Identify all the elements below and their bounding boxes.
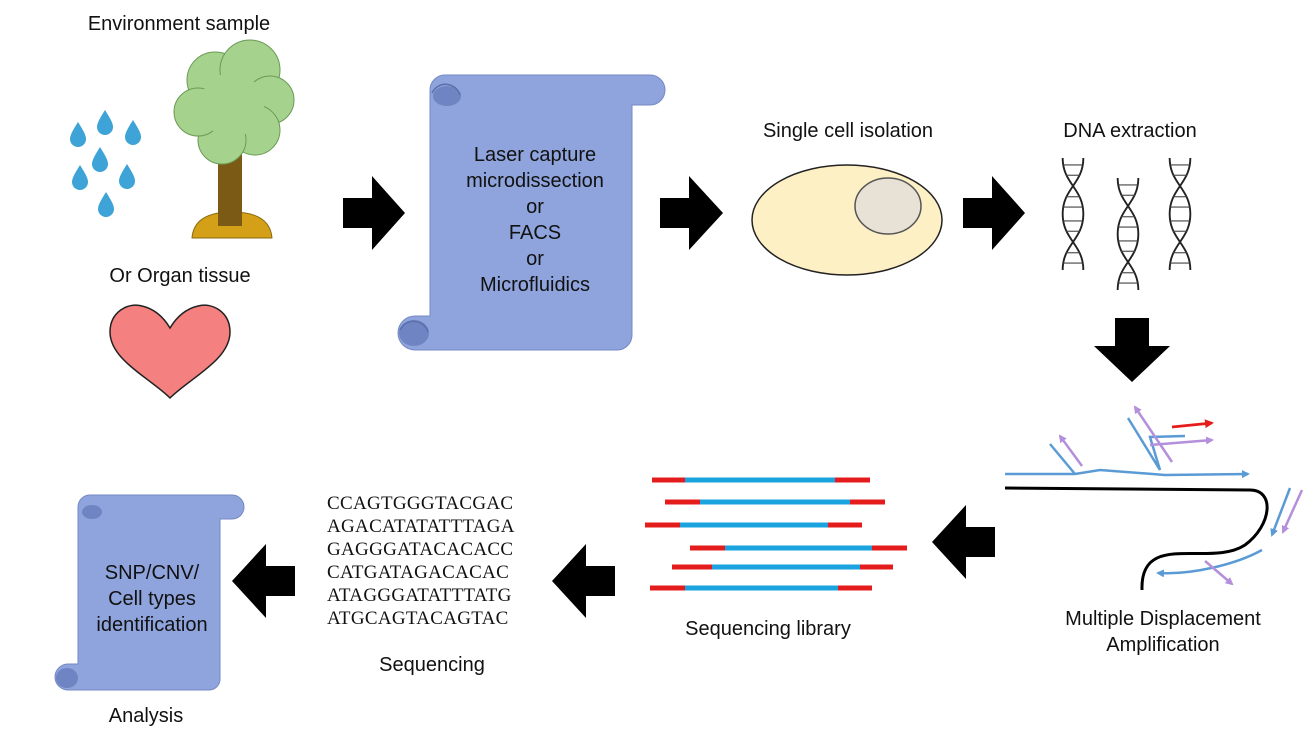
- sequence-line: GAGGGATACACACC: [327, 539, 514, 560]
- arrows: [232, 176, 1170, 618]
- isolation-method-line: FACS: [508, 222, 562, 244]
- sequence-line: AGACATATATTTAGA: [327, 516, 515, 537]
- water-drop: [97, 110, 113, 135]
- dna-helix-icons: [1061, 158, 1192, 290]
- sequence-line: CATGATAGACACAC: [327, 562, 510, 583]
- isolation-method-line: microdissection: [466, 170, 604, 192]
- analysis-text-line: identification: [96, 614, 208, 636]
- cell-icon: [751, 164, 943, 276]
- heart-icon: [109, 304, 231, 400]
- arrow-left-2: [552, 544, 615, 618]
- water-drop: [92, 147, 108, 172]
- arrow-right-2: [660, 176, 723, 250]
- arrow-right-1: [343, 176, 405, 250]
- sequencing-library-label: Sequencing library: [685, 618, 851, 640]
- arrow-left-1: [932, 505, 995, 579]
- sequence-line: CCAGTGGGTACGAC: [327, 493, 514, 514]
- nucleus: [854, 177, 922, 235]
- isolation-method-line: or: [526, 196, 544, 218]
- arrow-right-3: [963, 176, 1025, 250]
- organ-tissue-label: Or Organ tissue: [109, 265, 251, 287]
- isolation-method-line: or: [526, 248, 544, 270]
- mda-diagram: [1004, 405, 1304, 591]
- water-drop: [70, 122, 86, 147]
- analysis-text-line: SNP/CNV/: [104, 562, 200, 584]
- dna-extraction-label: DNA extraction: [1063, 120, 1197, 142]
- sequencing-library-reads: [645, 477, 907, 591]
- water-drop: [98, 192, 114, 217]
- methods-scroll-icon: [397, 74, 666, 351]
- sequence-line: ATAGGGATATTTATG: [327, 585, 512, 606]
- water-drop: [119, 164, 135, 189]
- water-drops-icon: [70, 110, 141, 217]
- analysis-scroll-text: SNP/CNV/Cell types identification: [82, 560, 222, 638]
- sequence-line: ATGCAGTACAGTAC: [327, 608, 509, 629]
- analysis-text-line: Cell types: [108, 588, 196, 610]
- template-strand: [1004, 486, 1269, 591]
- mda-label-line2: Amplification: [1106, 634, 1220, 656]
- arrow-left-3: [232, 544, 295, 618]
- isolation-method-line: Laser capture: [473, 144, 597, 166]
- isolation-method-line: Microfluidics: [479, 274, 591, 296]
- tree-icon: [173, 39, 295, 239]
- single-cell-isolation-label: Single cell isolation: [762, 120, 934, 142]
- water-drop: [72, 165, 88, 190]
- mda-label-line1: Multiple Displacement: [1065, 608, 1261, 630]
- water-drop: [125, 120, 141, 145]
- sequencing-label: Sequencing: [379, 654, 485, 676]
- arrow-down: [1094, 318, 1170, 382]
- tree-canopy: [173, 39, 295, 165]
- analysis-scroll-icon: [54, 494, 245, 691]
- analysis-label: Analysis: [108, 705, 184, 727]
- environment-sample-label: Environment sample: [87, 13, 271, 35]
